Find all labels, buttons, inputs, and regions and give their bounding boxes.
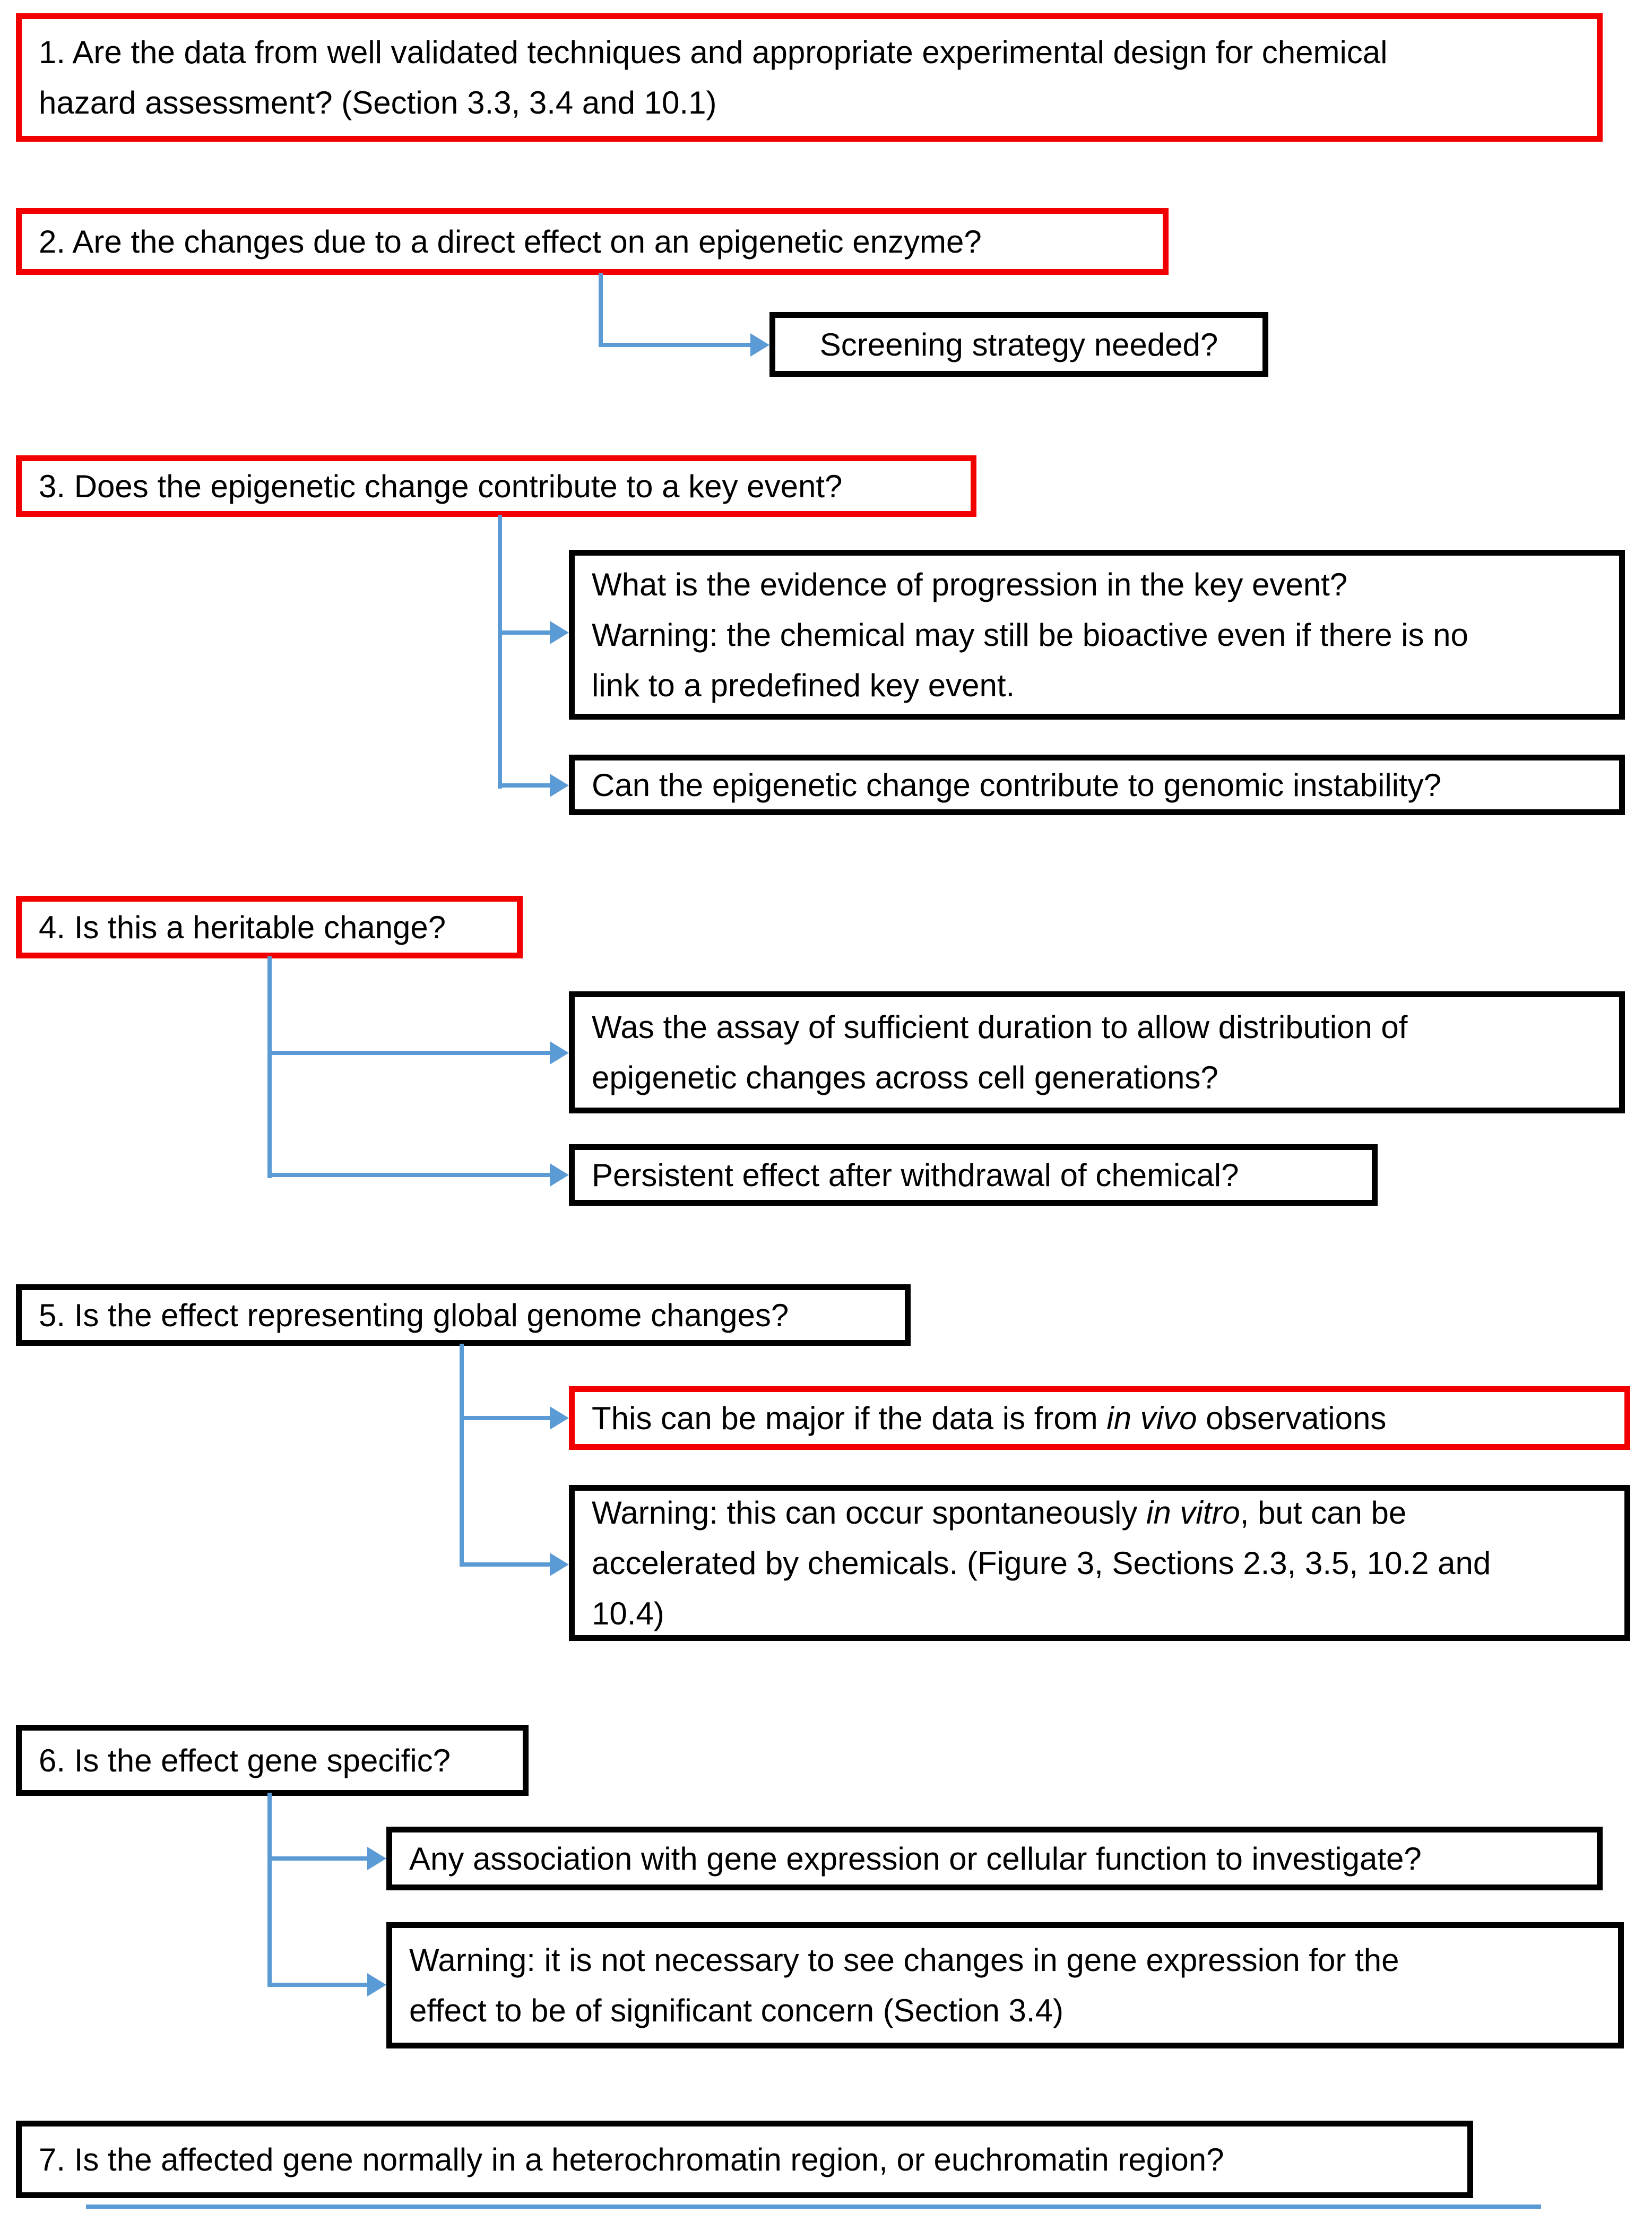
answer-in-vivo-major-text: This can be major if the data is from in… <box>592 1400 1387 1436</box>
connector-q4-branch2-arrowhead-icon <box>550 1163 569 1187</box>
answer-gene-expression-association-box: Any association with gene expression or … <box>386 1827 1603 1890</box>
connector-q6-branch2 <box>267 1983 369 1987</box>
connector-q5-vertical <box>460 1344 464 1567</box>
connector-q3-branch2 <box>498 783 552 788</box>
answer-key-event-evidence-text: What is the evidence of progression in t… <box>592 566 1468 703</box>
question-3-text: 3. Does the epigenetic change contribute… <box>39 468 843 504</box>
question-3-box: 3. Does the epigenetic change contribute… <box>16 455 976 517</box>
connector-q4-branch1 <box>267 1051 552 1055</box>
answer-assay-duration-box: Was the assay of sufficient duration to … <box>569 991 1625 1113</box>
answer-persistent-effect-box: Persistent effect after withdrawal of ch… <box>569 1144 1378 1206</box>
connector-q6-vertical <box>267 1793 272 1987</box>
question-4-box: 4. Is this a heritable change? <box>16 896 523 958</box>
connector-q2-vertical <box>599 273 603 347</box>
connector-q6-branch2-arrowhead-icon <box>367 1973 386 1996</box>
question-5-text: 5. Is the effect representing global gen… <box>39 1297 789 1333</box>
question-6-box: 6. Is the effect gene specific? <box>16 1725 529 1796</box>
question-4-text: 4. Is this a heritable change? <box>39 909 446 945</box>
answer-in-vitro-warning-text: Warning: this can occur spontaneously in… <box>592 1494 1491 1631</box>
answer-gene-expression-warning-box: Warning: it is not necessary to see chan… <box>386 1922 1624 2048</box>
answer-screening-strategy-text: Screening strategy needed? <box>819 326 1218 362</box>
connector-q5-branch2-arrowhead-icon <box>550 1553 569 1576</box>
question-2-text: 2. Are the changes due to a direct effec… <box>39 223 982 260</box>
question-2-box: 2. Are the changes due to a direct effec… <box>16 208 1169 275</box>
question-1-box: 1. Are the data from well validated tech… <box>16 13 1603 142</box>
connector-q4-branch1-arrowhead-icon <box>550 1041 569 1065</box>
connector-q2-horizontal <box>599 343 753 347</box>
answer-genomic-instability-text: Can the epigenetic change contribute to … <box>592 767 1442 803</box>
question-1-text: 1. Are the data from well validated tech… <box>39 34 1388 120</box>
answer-persistent-effect-text: Persistent effect after withdrawal of ch… <box>592 1157 1239 1193</box>
connector-q4-branch2 <box>267 1173 552 1177</box>
connector-q2-arrowhead-icon <box>750 333 769 357</box>
connector-q6-branch1 <box>267 1856 369 1861</box>
connector-q3-branch1 <box>498 630 552 635</box>
connector-q5-branch1 <box>460 1416 552 1420</box>
question-7-text: 7. Is the affected gene normally in a he… <box>39 2141 1224 2177</box>
answer-gene-expression-association-text: Any association with gene expression or … <box>409 1840 1422 1877</box>
answer-assay-duration-text: Was the assay of sufficient duration to … <box>592 1009 1408 1095</box>
connector-q3-branch2-arrowhead-icon <box>550 774 569 797</box>
answer-genomic-instability-box: Can the epigenetic change contribute to … <box>569 755 1625 815</box>
connector-q6-branch1-arrowhead-icon <box>367 1847 386 1870</box>
connector-q5-branch2 <box>460 1562 552 1567</box>
answer-gene-expression-warning-text: Warning: it is not necessary to see chan… <box>409 1942 1399 2028</box>
answer-in-vitro-warning-box: Warning: this can occur spontaneously in… <box>569 1485 1630 1641</box>
connector-q3-vertical <box>498 515 502 789</box>
question-5-box: 5. Is the effect representing global gen… <box>16 1284 911 1346</box>
question-6-text: 6. Is the effect gene specific? <box>39 1742 451 1778</box>
question-7-box: 7. Is the affected gene normally in a he… <box>16 2121 1473 2198</box>
answer-screening-strategy-box: Screening strategy needed? <box>769 312 1268 377</box>
answer-key-event-evidence-box: What is the evidence of progression in t… <box>569 550 1625 720</box>
answer-in-vivo-major-box: This can be major if the data is from in… <box>569 1386 1630 1450</box>
truncated-connector-line <box>86 2205 1541 2209</box>
connector-q4-vertical <box>267 956 272 1178</box>
connector-q5-branch1-arrowhead-icon <box>550 1406 569 1430</box>
connector-q3-branch1-arrowhead-icon <box>550 621 569 644</box>
